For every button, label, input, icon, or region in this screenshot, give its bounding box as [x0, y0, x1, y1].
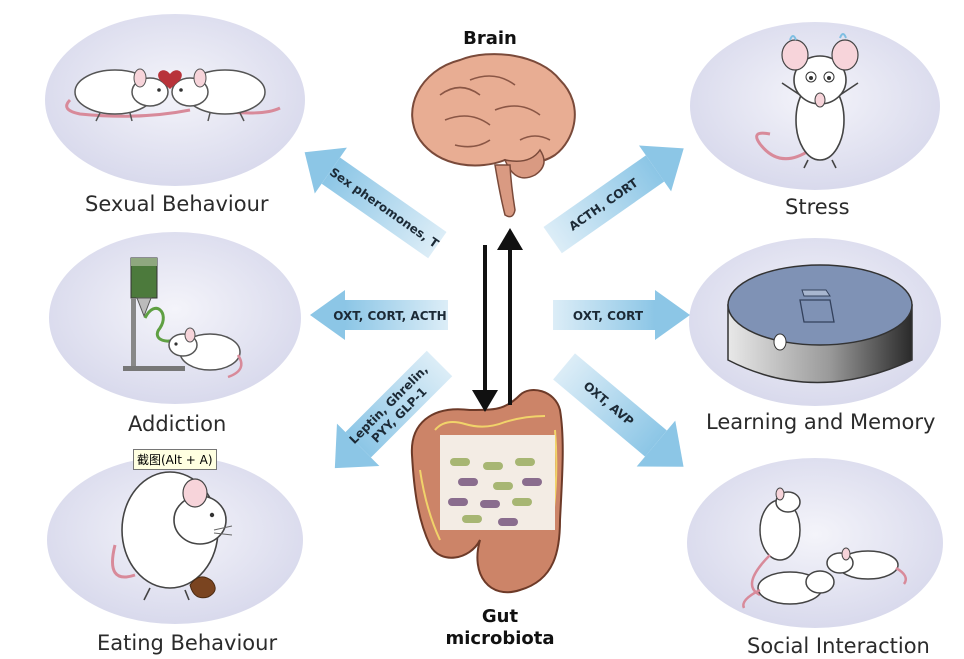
eating-mouse-illustration: [111, 471, 233, 601]
heart-icon: [158, 70, 182, 89]
brain-gut-arrows: [472, 228, 523, 412]
addiction-apparatus-illustration: [123, 257, 243, 379]
gut-label-line2: microbiota: [445, 628, 555, 649]
social-ellipse: [687, 458, 943, 628]
up-arrowhead-icon: [497, 228, 523, 250]
arrow-addiction-label: OXT, CORT, ACTH: [333, 309, 446, 323]
arrow-learning-label: OXT, CORT: [573, 309, 644, 323]
learning-memory-caption: Learning and Memory: [706, 410, 936, 434]
mating-mice-illustration: [65, 68, 281, 122]
eating-behaviour-caption: Eating Behaviour: [97, 631, 278, 655]
arrow-social: OXT, AVP: [553, 353, 684, 467]
social-interaction-caption: Social Interaction: [747, 634, 930, 658]
sexual-behaviour-caption: Sexual Behaviour: [85, 192, 269, 216]
arrow-addiction: OXT, CORT, ACTH: [310, 290, 448, 340]
food-pellet-icon: [189, 576, 216, 599]
arrow-sex-label: Sex pheromones, T: [327, 165, 442, 251]
stressed-mouse-illustration: [755, 33, 859, 169]
arrow-learning: OXT, CORT: [553, 290, 690, 340]
addiction-caption: Addiction: [128, 412, 227, 436]
brain-illustration: [411, 53, 576, 218]
stress-caption: Stress: [785, 195, 850, 219]
brain-label: Brain: [463, 28, 517, 49]
down-arrowhead-icon: [472, 390, 498, 412]
screenshot-tooltip: 截图(Alt + A): [133, 449, 217, 470]
water-maze-illustration: [727, 264, 913, 384]
gut-label-line1: Gut: [481, 606, 519, 627]
addiction-ellipse: [49, 232, 301, 404]
gut-microbiota-illustration: [410, 389, 564, 594]
social-mice-illustration: [742, 487, 907, 609]
